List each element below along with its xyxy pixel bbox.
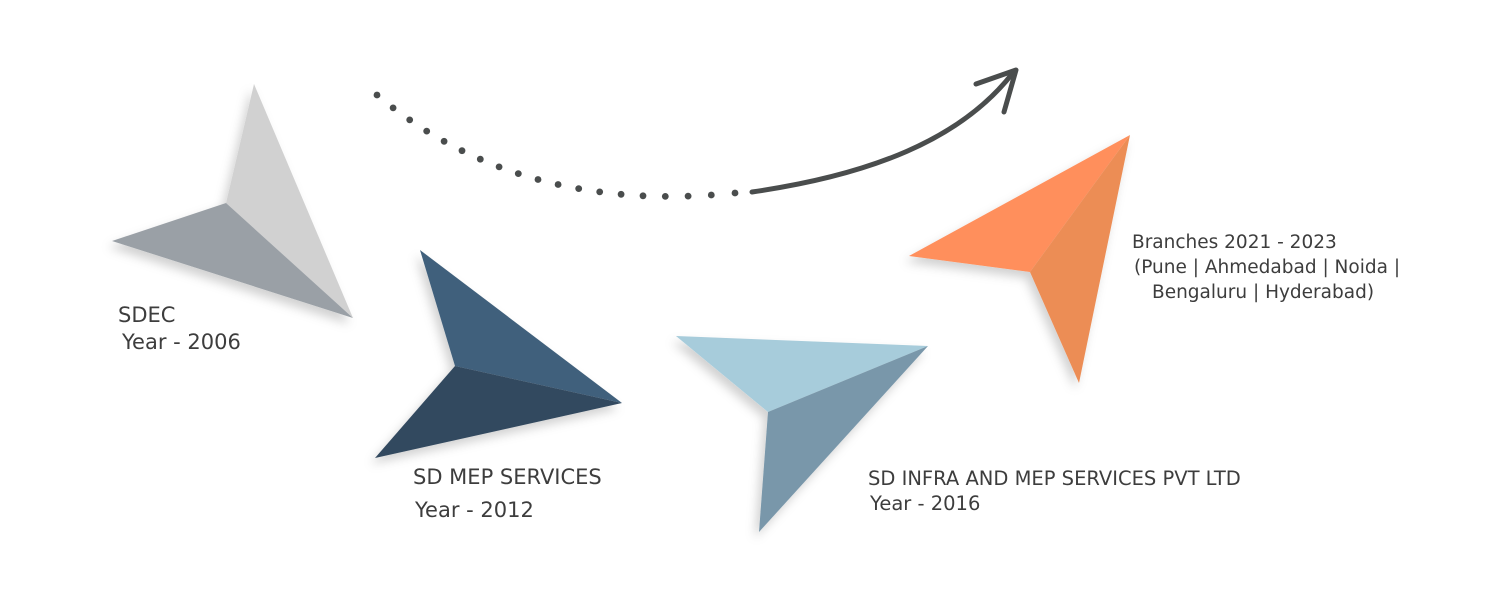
milestone-branches-cities-1: (Pune | Ahmedabad | Noida | [1134, 257, 1401, 279]
solid-curve [749, 71, 1015, 195]
connector-dot [458, 147, 466, 155]
milestone-2012-label: SD MEP SERVICES Year - 2012 [413, 464, 602, 525]
paper-plane-2016-icon [676, 336, 928, 532]
milestone-2016-label: SD INFRA AND MEP SERVICES PVT LTD Year -… [868, 466, 1241, 517]
connector-dot [514, 170, 522, 178]
connector-dot [554, 181, 562, 188]
connector-dot [639, 192, 647, 200]
milestone-2016-name: SD INFRA AND MEP SERVICES PVT LTD [868, 467, 1241, 490]
milestone-branches-cities-2: Bengaluru | Hyderabad) [1152, 282, 1375, 304]
plane-2016-dark-face [759, 346, 928, 532]
milestone-2012-name: SD MEP SERVICES [413, 465, 602, 489]
connector-dot [389, 104, 397, 112]
connector-dot [495, 163, 503, 171]
arrow-head-icon [973, 67, 1019, 115]
plane-2016-light-face [676, 336, 928, 412]
plane-2006-light-face [226, 84, 353, 318]
connector-dot [406, 116, 414, 124]
plane-2012-light-face [420, 250, 622, 403]
dotted-path [373, 91, 739, 200]
milestone-2012-year: Year - 2012 [415, 498, 534, 523]
connector-dot [684, 192, 692, 200]
paper-plane-branches-icon [909, 135, 1130, 383]
plane-2006-dark-face [112, 203, 353, 318]
connector-dot [707, 191, 715, 199]
milestone-branches-name: Branches 2021 - 2023 [1132, 232, 1337, 253]
plane-2012-dark-face [375, 366, 622, 458]
connector-dot [534, 176, 542, 183]
connector-dot [661, 193, 669, 200]
connector-dot [423, 127, 431, 135]
progress-arrow [373, 67, 1019, 200]
connector-dot [476, 155, 484, 163]
milestone-2016-year: Year - 2016 [870, 492, 981, 516]
paper-plane-2012-icon [375, 250, 622, 458]
milestone-2006-name: SDEC [118, 303, 176, 327]
connector-dot [575, 185, 583, 193]
milestone-2006-year: Year - 2006 [122, 330, 241, 355]
milestone-2006-label: SDEC Year - 2006 [118, 302, 241, 357]
plane-branches-dark-face [1030, 135, 1130, 383]
connector-dot [617, 190, 625, 198]
connector-dot [596, 188, 604, 196]
paper-plane-2006-icon [112, 84, 353, 318]
connector-dot [731, 189, 739, 197]
plane-branches-light-face [909, 135, 1130, 272]
connector-dot [440, 137, 448, 145]
milestone-branches-label: Branches 2021 - 2023 (Pune | Ahmedabad |… [1132, 231, 1400, 305]
connector-dot [373, 91, 381, 99]
